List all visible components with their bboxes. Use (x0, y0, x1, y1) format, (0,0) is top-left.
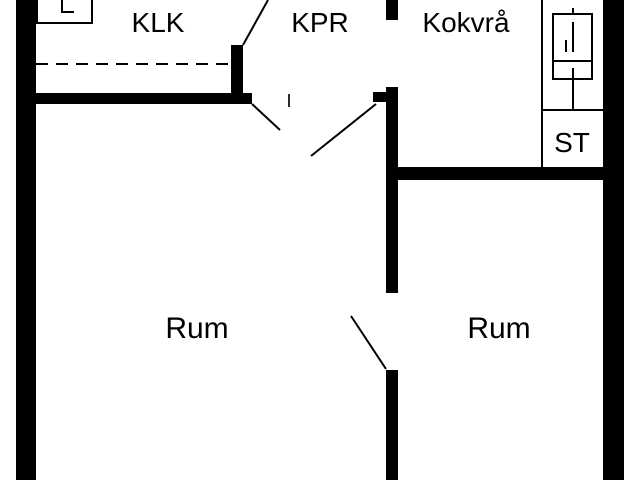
outer-wall-left (16, 0, 36, 480)
klk-fixture-mark (61, 0, 74, 13)
door-between-rooms (350, 315, 387, 370)
wall-center-stub (373, 92, 386, 102)
wall-kokvra-bottom (398, 167, 603, 180)
wall-center-upper (386, 87, 398, 293)
klk-fixture-icon (36, 0, 93, 24)
wall-klk-right (231, 45, 243, 104)
fridge-icon (552, 8, 593, 110)
door-hall-right (310, 103, 377, 157)
room-label-rum-right: Rum (467, 312, 530, 345)
room-label-kpr: KPR (291, 7, 349, 38)
room-label-kokvra: Kokvrå (422, 7, 510, 38)
door-hall-left (251, 103, 281, 131)
room-label-rum-left: Rum (165, 312, 228, 345)
room-label-st: ST (554, 127, 590, 158)
door-klk (242, 0, 269, 46)
wall-klk-bottom (36, 93, 252, 104)
outer-wall-right (603, 0, 624, 480)
wall-center-top (386, 0, 398, 20)
room-label-klk: KLK (132, 7, 185, 38)
wall-center-lower (386, 370, 398, 480)
corridor-mark: I (286, 91, 291, 111)
